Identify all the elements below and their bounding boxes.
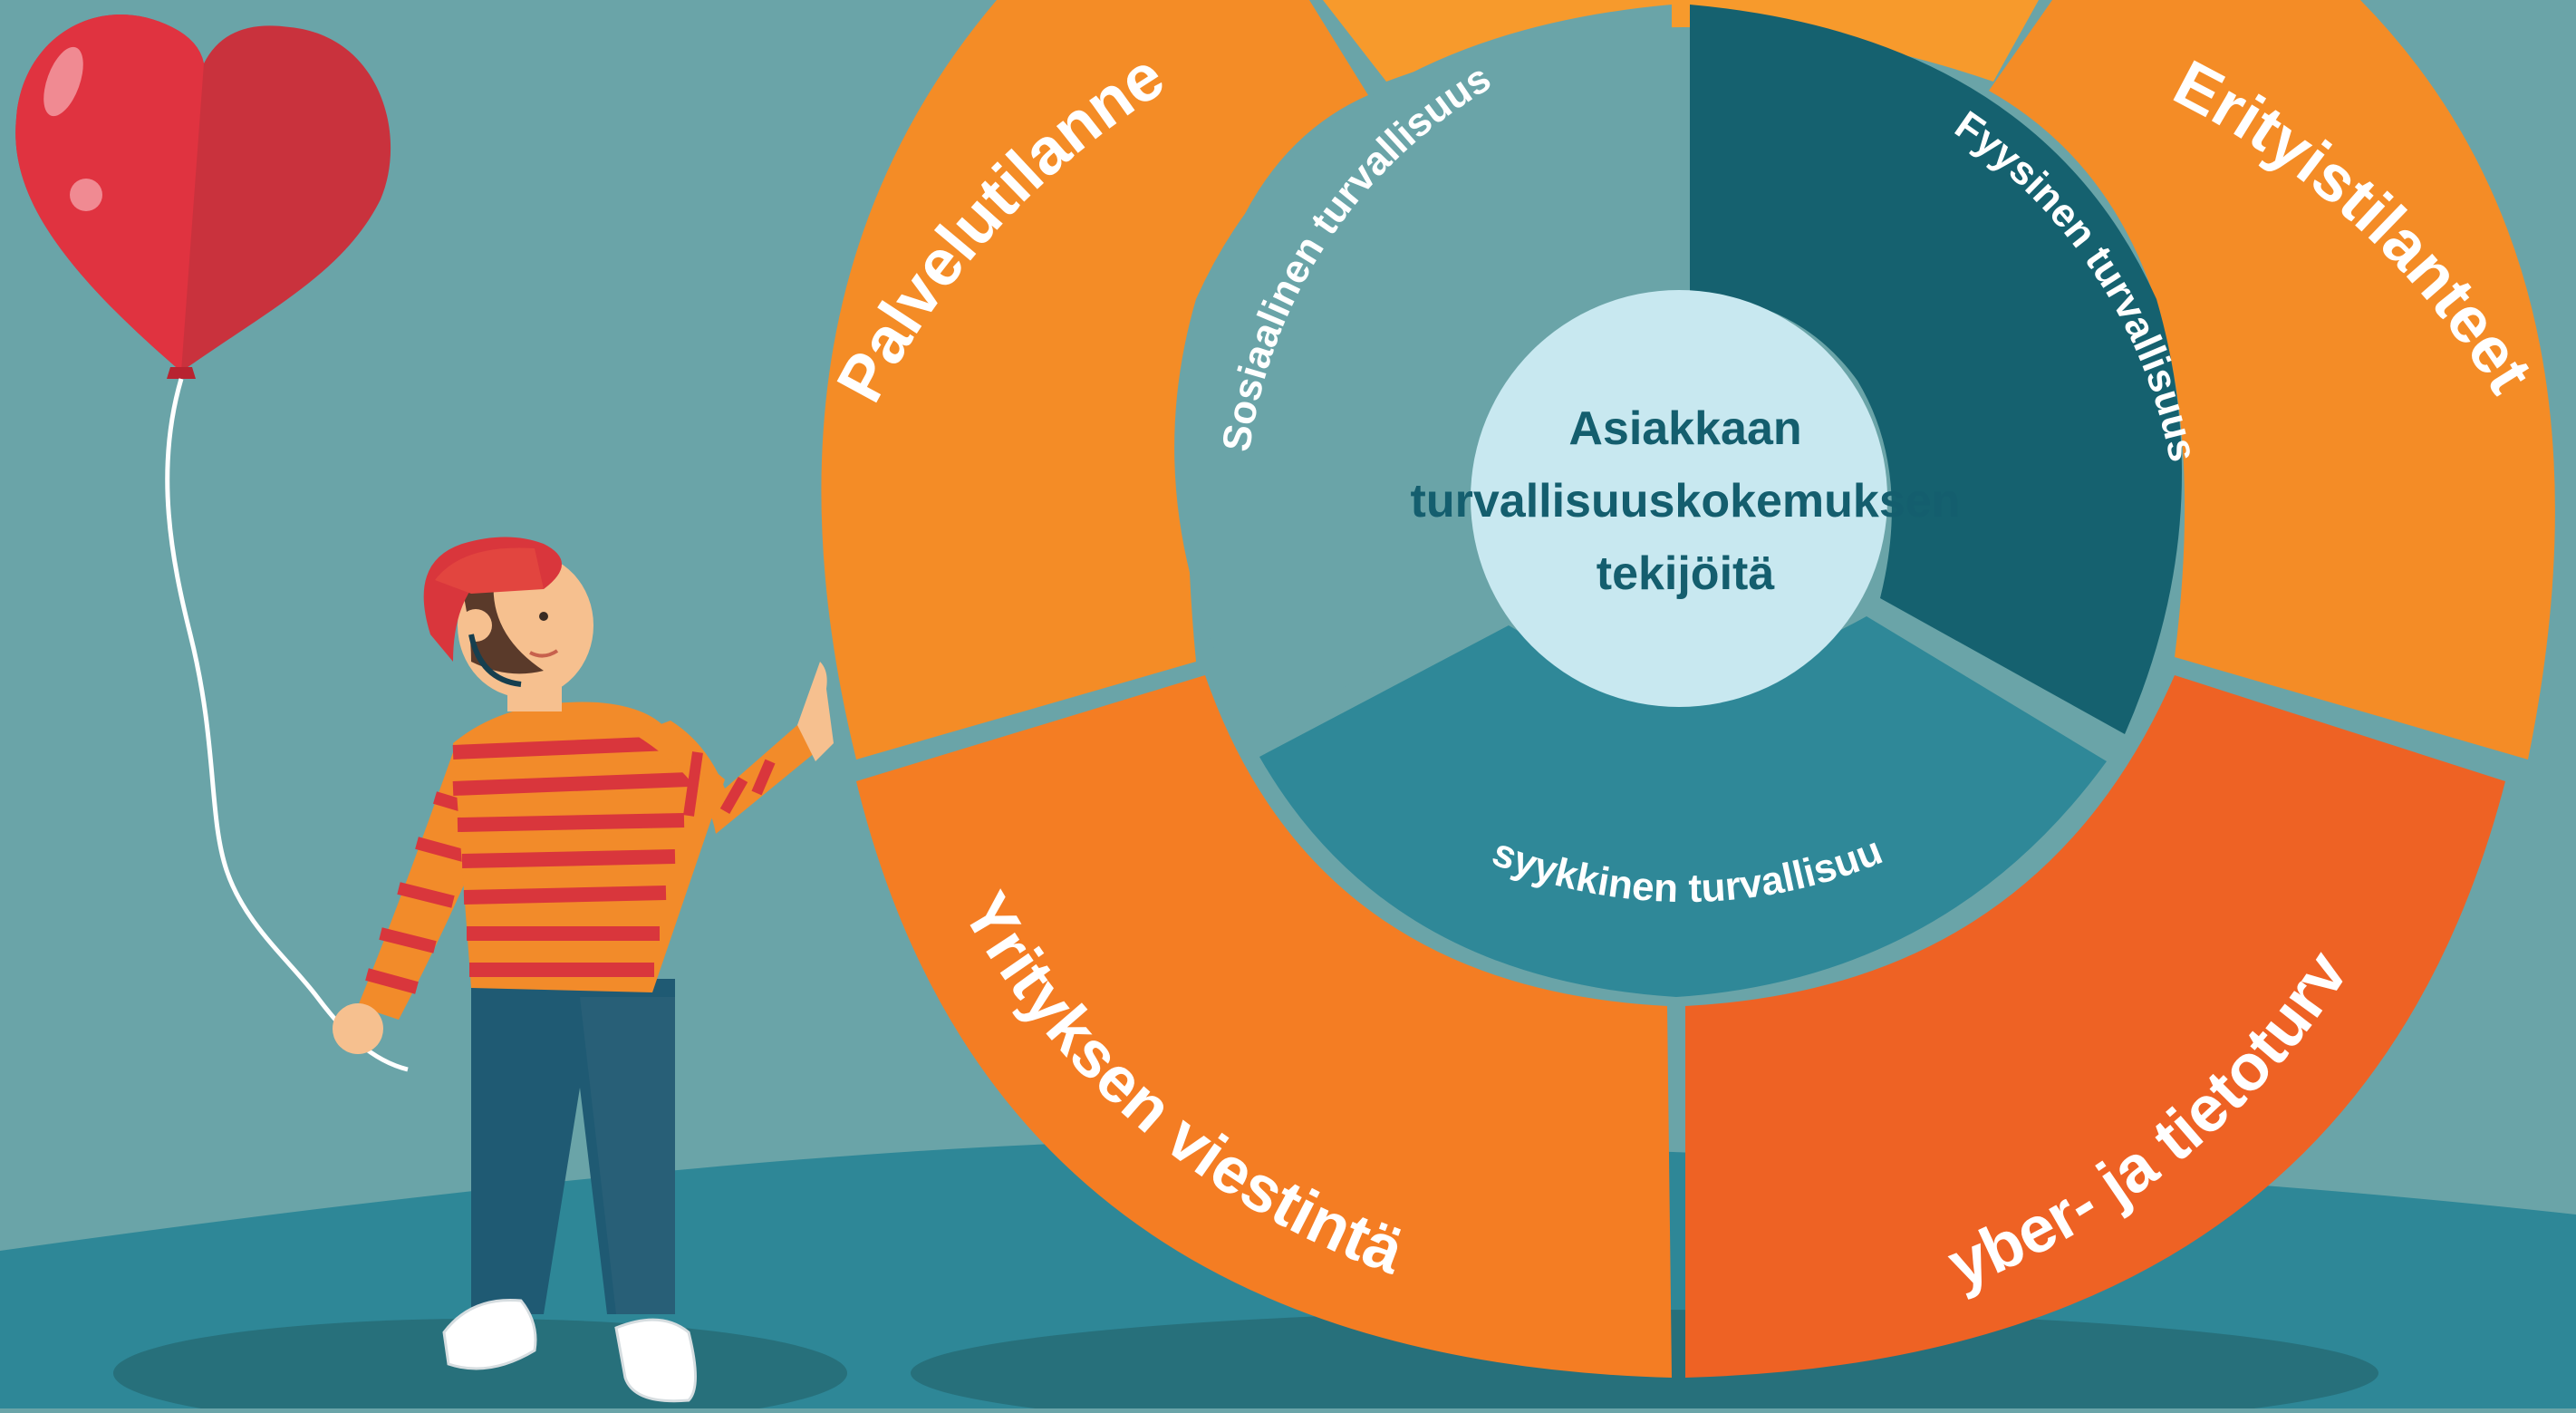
center-line-2: turvallisuuskokemuksen [1411,475,1961,527]
outer-segment-viestinta [856,675,1672,1378]
inner-segment-fyysinen [1690,5,2182,734]
person-figure [333,537,834,1403]
outer-segment-erityistilanteet [1989,0,2555,760]
outer-segment-top [1323,0,2039,82]
center-line-3: tekijöitä [1597,547,1776,600]
heart-balloon-icon [15,15,409,1072]
inner-segment-sosiaalinen [1174,5,1672,734]
center-circle [1471,290,1887,707]
center-line-1: Asiakkaan [1568,402,1801,455]
inner-ring [1174,5,2182,997]
outer-segment-palvelutilanne [821,0,1368,760]
outer-segment-kyber [1685,675,2505,1378]
inner-segment-psyykkinen [1259,616,2107,997]
outer-ring [821,0,2555,1378]
